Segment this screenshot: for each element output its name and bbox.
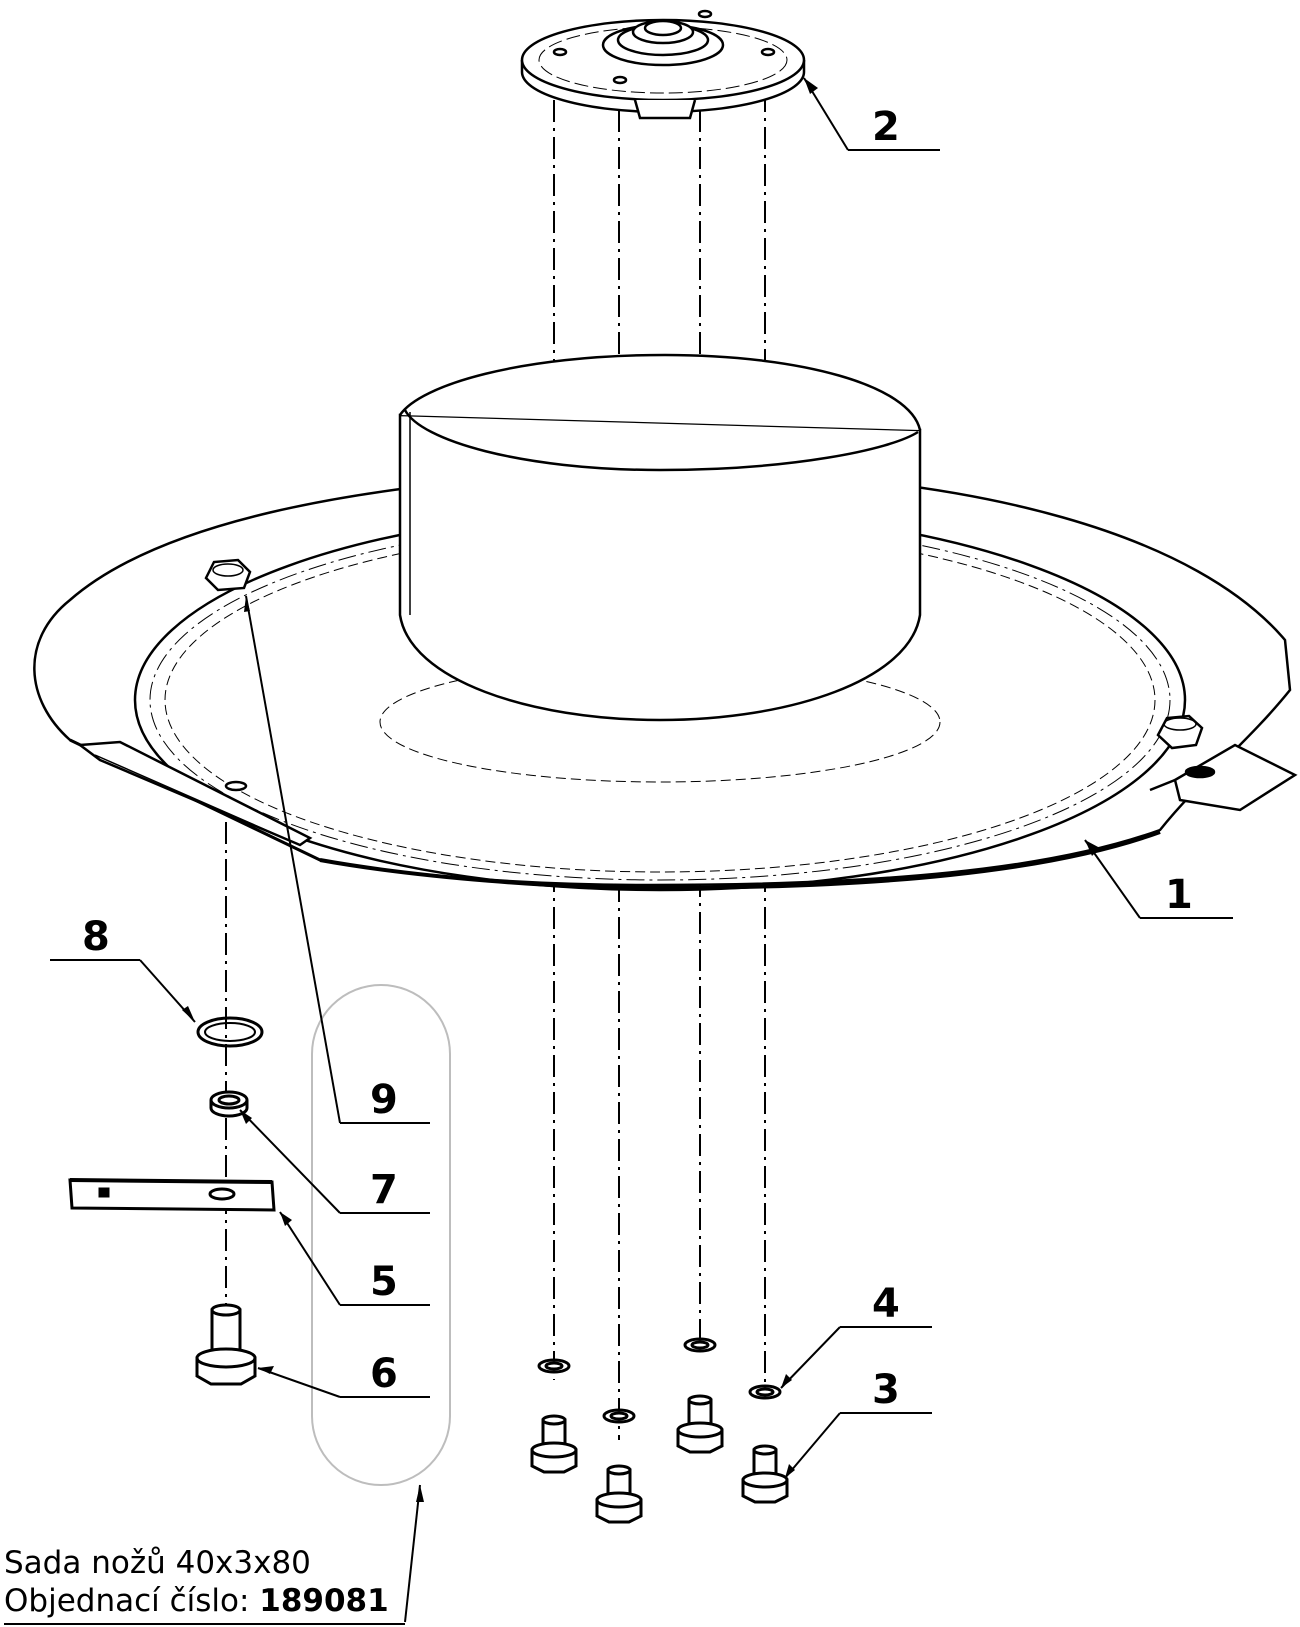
callout-2: 2 bbox=[872, 104, 900, 150]
callout-9: 9 bbox=[370, 1077, 398, 1123]
part-3-hex-bolts bbox=[530, 1394, 789, 1524]
part-6-knife-bolt bbox=[195, 1303, 257, 1386]
leader-lines bbox=[4, 77, 1233, 1625]
order-number-label: Objednací číslo: bbox=[4, 1583, 260, 1619]
part-7-washer bbox=[209, 1090, 249, 1118]
callout-4: 4 bbox=[872, 1281, 900, 1327]
part-8-ring bbox=[196, 1016, 264, 1048]
callout-8: 8 bbox=[82, 914, 110, 960]
knife-set-outline bbox=[311, 984, 451, 1486]
order-number: 189081 bbox=[259, 1583, 389, 1619]
knife-set-note-line2: Objednací číslo: 189081 bbox=[4, 1586, 389, 1617]
part-4-washers bbox=[537, 1337, 782, 1424]
callout-7: 7 bbox=[370, 1167, 398, 1213]
leader-arrowheads bbox=[182, 78, 1100, 1502]
part-1-cutter-disc bbox=[33, 353, 1298, 892]
callout-1: 1 bbox=[1165, 872, 1193, 918]
part-2-bearing-flange bbox=[520, 9, 806, 120]
knife-set-note-line1: Sada nožů 40x3x80 bbox=[4, 1545, 311, 1581]
callout-6: 6 bbox=[370, 1351, 398, 1397]
part-5-knife bbox=[68, 1178, 276, 1212]
callout-3: 3 bbox=[872, 1367, 900, 1413]
callout-5: 5 bbox=[370, 1259, 398, 1305]
